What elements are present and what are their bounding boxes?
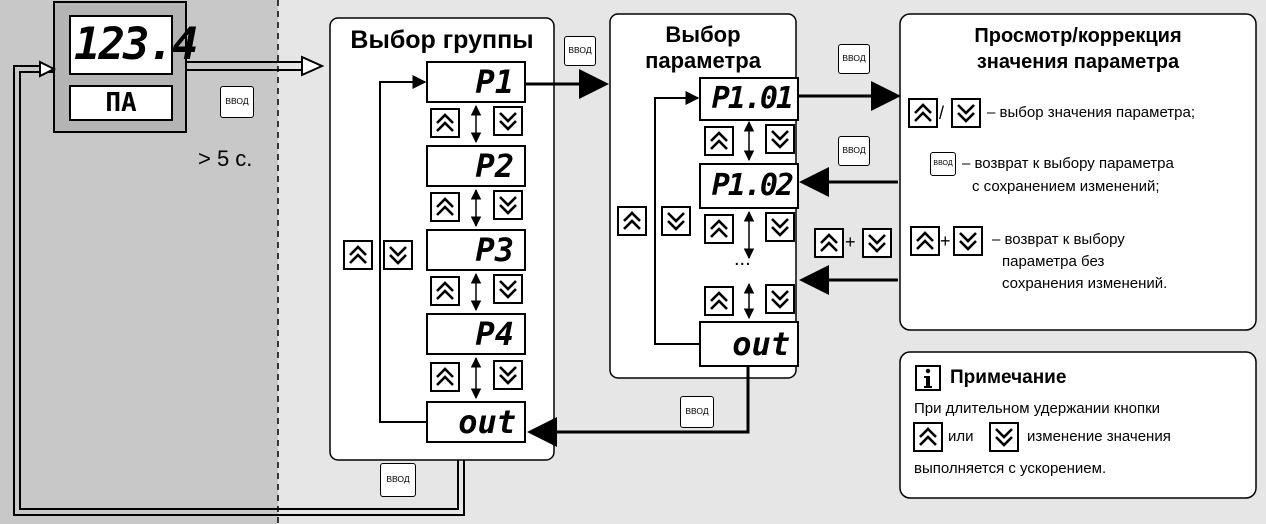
param-wrap-loop	[654, 91, 700, 345]
hold-time-label: > 5 с.	[198, 146, 253, 171]
note-line-3: выполняется с ускорением.	[914, 460, 1107, 477]
param-panel-title-2: параметра	[645, 48, 761, 73]
group-display-p3	[426, 229, 526, 271]
group-display-p4	[426, 313, 526, 355]
device-display-value: 123.4	[74, 19, 198, 70]
info-icon	[915, 365, 941, 391]
param-p101-label: P1.01	[711, 81, 794, 116]
note-line-2-or: или	[948, 428, 974, 445]
arrow-back-to-group	[527, 366, 750, 447]
enter-key-view: ВВОД	[930, 152, 956, 176]
group-panel-title: Выбор группы	[350, 26, 534, 54]
group-wrap-loop	[379, 75, 427, 423]
slash-separator: /	[939, 103, 945, 123]
view-panel-title-2: значения параметра	[976, 51, 1180, 73]
view-plus-sign: +	[940, 231, 951, 251]
view-item-save-1: – возврат к выбору параметра	[962, 155, 1174, 172]
loop-arrowhead	[39, 60, 57, 78]
view-item-select: – выбор значения параметра;	[987, 104, 1196, 121]
note-title: Примечание	[950, 367, 1067, 388]
param-out-label: out	[732, 325, 790, 363]
enter-key-param-exit: ВВОД	[680, 396, 714, 428]
view-panel-box	[899, 13, 1257, 331]
enter-key-group: ВВОД	[564, 36, 596, 66]
group-display-p2	[426, 145, 526, 187]
enter-key-save: ВВОД	[838, 136, 870, 166]
group-p4-label: P4	[475, 315, 514, 353]
loop-inner	[19, 71, 459, 510]
device-display	[69, 15, 173, 75]
enter-key-to-view: ВВОД	[838, 44, 870, 74]
note-box	[899, 351, 1257, 499]
view-item-nosave-1: – возврат к выбору	[992, 231, 1125, 248]
group-p1-label: P1	[475, 63, 514, 101]
combo-plus-sign: +	[845, 232, 856, 252]
note-line-1: При длительном удержании кнопки	[914, 400, 1161, 417]
param-display-p102	[699, 163, 799, 209]
view-item-save-2: с сохранением изменений;	[972, 178, 1160, 195]
note-line-2-end: изменение значения	[1027, 428, 1171, 445]
param-p102-label: P1.02	[711, 168, 794, 203]
group-display-out	[426, 401, 526, 443]
group-out-label: out	[458, 403, 516, 441]
param-panel-title-1: Выбор	[665, 22, 741, 47]
param-ellipsis: ...	[734, 248, 751, 270]
group-p3-label: P3	[475, 231, 514, 269]
group-display-p1	[426, 61, 526, 103]
param-display-out	[699, 321, 799, 367]
device-mode-window	[69, 85, 173, 121]
enter-key-bottom: ВВОД	[380, 463, 416, 497]
enter-link-arrowhead	[301, 55, 325, 77]
view-panel-title-1: Просмотр/коррекция	[974, 25, 1182, 47]
enter-key-device: ВВОД	[220, 86, 254, 118]
view-item-nosave-3: сохранения изменений.	[1002, 275, 1168, 292]
group-p2-label: P2	[475, 147, 514, 185]
loop-outer	[13, 65, 465, 516]
device-mode-label: ПА	[105, 88, 137, 118]
param-display-p101	[699, 77, 799, 121]
view-item-nosave-2: параметра без	[1002, 253, 1105, 270]
